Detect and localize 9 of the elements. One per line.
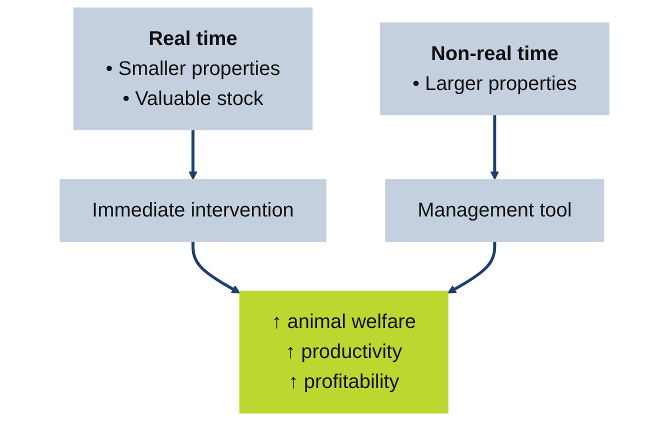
node-box: Non-real time • Larger properties: [380, 22, 610, 116]
node-box: Real time • Smaller properties • Valuable stock: [73, 7, 313, 130]
arrow: [447, 241, 496, 294]
arrow: [191, 241, 240, 294]
node-box: Management tool: [385, 179, 604, 242]
arrow: [188, 130, 198, 180]
node-box: ↑ animal welfare ↑ productivity ↑ profitability: [239, 290, 448, 414]
node-box: Immediate intervention: [60, 179, 326, 242]
arrow: [490, 114, 500, 180]
